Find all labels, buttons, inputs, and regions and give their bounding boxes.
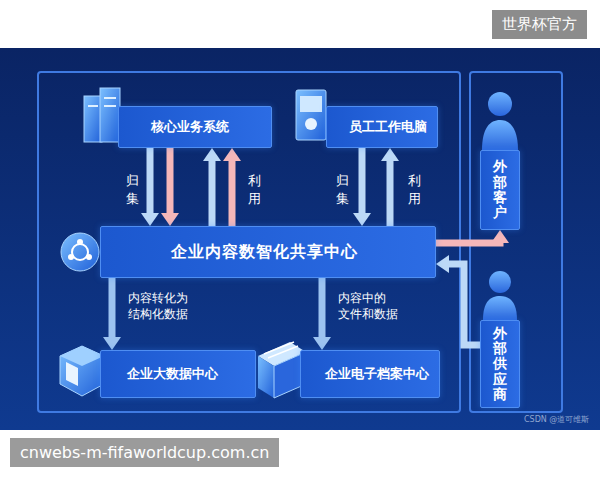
flow-arrow xyxy=(353,148,371,226)
flow-arrow xyxy=(141,148,159,226)
flow-arrow xyxy=(436,230,509,243)
arrow-shaft xyxy=(167,148,174,214)
arrow-shaft xyxy=(319,278,326,338)
node-label: 核心业务系统 xyxy=(151,118,229,136)
edge-label: 内容转化为 结构化数据 xyxy=(128,290,188,322)
node-label: 企业电子档案中心 xyxy=(325,365,429,383)
watermark-text: CSDN @道可维斯 xyxy=(524,414,589,425)
arrow-shaft xyxy=(359,148,366,214)
arrow-head xyxy=(436,255,449,273)
arrow-head xyxy=(223,148,241,161)
archive-center-box: 企业电子档案中心 xyxy=(300,350,440,398)
external-box: 外部供应商 xyxy=(480,320,520,408)
arrow-shaft xyxy=(436,242,500,243)
customer-person-icon xyxy=(482,92,518,150)
external-box: 外部客户 xyxy=(480,150,520,230)
arrow-shaft xyxy=(387,160,394,226)
edge-label: 归集 xyxy=(126,172,139,207)
flow-arrow xyxy=(313,278,331,350)
arrow-shaft xyxy=(147,148,154,214)
flow-arrow xyxy=(223,148,241,226)
edge-label: 归集 xyxy=(336,172,349,207)
watermark-badge: 世界杯官方 xyxy=(492,10,587,39)
vertical-node-label: 外部客户 xyxy=(493,159,507,221)
arrow-head xyxy=(161,213,179,226)
arrow-shaft xyxy=(109,278,116,338)
arrow-head xyxy=(381,148,399,161)
flow-arrow xyxy=(161,148,179,226)
computer-icon xyxy=(296,90,326,140)
hub-logo xyxy=(61,233,99,271)
arrow-head xyxy=(203,148,221,161)
dark-panel xyxy=(0,48,600,430)
arrow-head xyxy=(103,337,121,350)
system-box: 员工工作电脑 xyxy=(326,106,438,148)
arrow-shaft xyxy=(209,160,216,226)
hub-band: 企业内容数智化共享中心 xyxy=(100,226,436,278)
flow-arrow xyxy=(436,255,480,345)
node-label: 企业大数据中心 xyxy=(127,365,218,383)
vertical-node-label: 外部供应商 xyxy=(493,326,507,403)
arrow-shaft xyxy=(229,160,236,226)
node-label: 员工工作电脑 xyxy=(349,118,427,136)
arrow-head xyxy=(141,213,159,226)
internal-outline xyxy=(38,72,460,412)
supplier-person-icon xyxy=(483,271,517,320)
flow-arrow xyxy=(381,148,399,226)
edge-label: 利用 xyxy=(408,172,421,207)
arrow-shaft xyxy=(448,264,480,345)
flow-arrow xyxy=(203,148,221,226)
arrow-head xyxy=(313,337,331,350)
data-center-box: 企业大数据中心 xyxy=(100,350,256,398)
server-icon xyxy=(84,88,120,142)
arrow-head xyxy=(353,213,371,226)
node-label: 企业内容数智化共享中心 xyxy=(171,242,358,263)
cube-icon xyxy=(60,346,104,396)
flow-arrow xyxy=(103,278,121,350)
edge-label: 内容中的 文件和数据 xyxy=(338,290,398,322)
watermark-badge: cnwebs-m-fifaworldcup.com.cn xyxy=(10,438,279,467)
system-box: 核心业务系统 xyxy=(118,106,272,148)
file-cabinet-icon xyxy=(258,342,306,398)
arrow-head xyxy=(491,230,509,243)
edge-label: 利用 xyxy=(248,172,261,207)
